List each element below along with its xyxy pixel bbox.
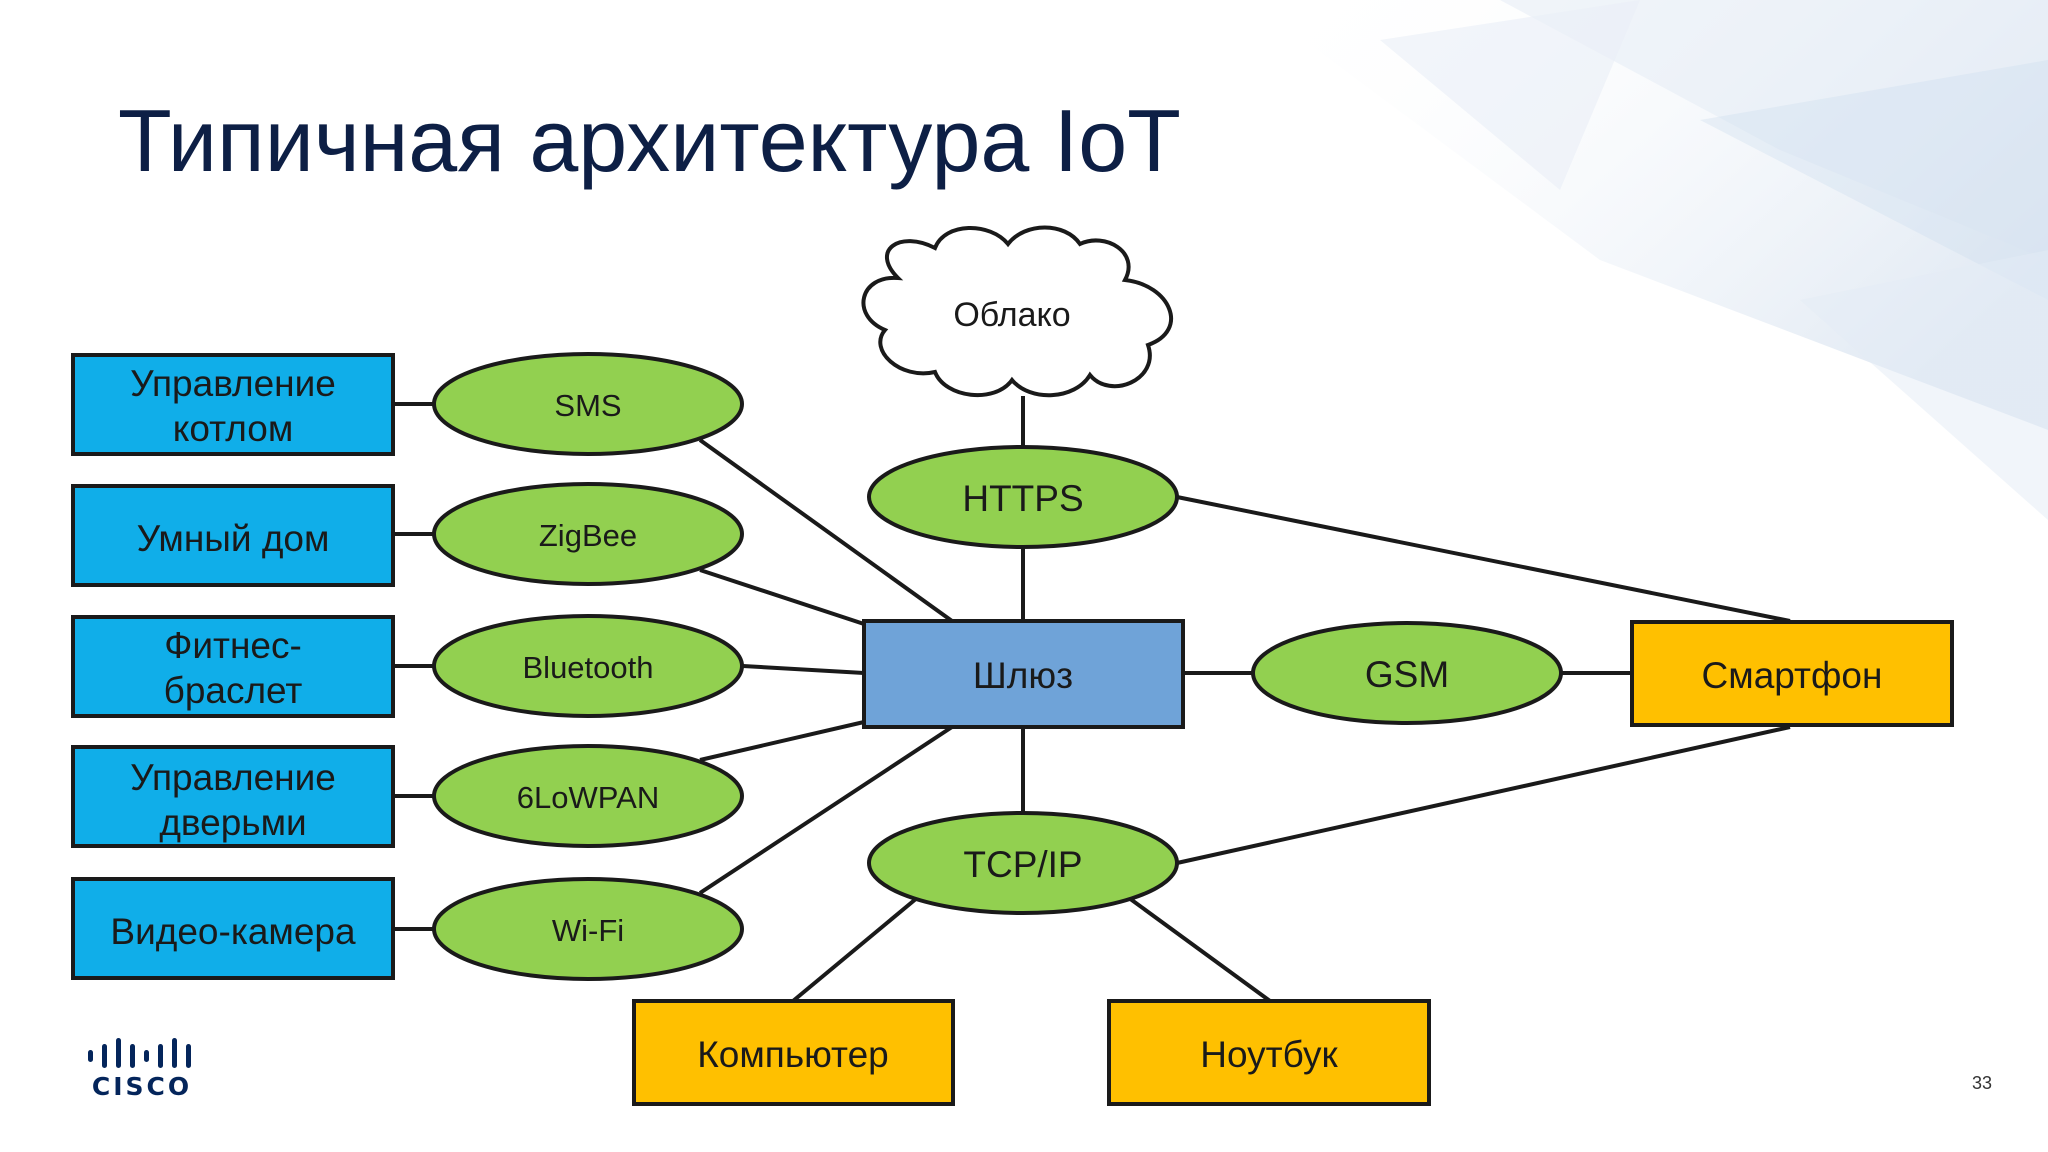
protocol-https [867, 445, 1179, 549]
client-box-computer [632, 999, 955, 1106]
connector-6lowpan-gateway [699, 720, 865, 762]
connections [393, 396, 1791, 1003]
device-boxes [71, 353, 395, 980]
cloud-node: Облако [861, 225, 1173, 398]
decor-shape [1500, 0, 2048, 260]
client-label-smartphone: Смартфон [1702, 655, 1883, 696]
client-box-laptop [1107, 999, 1431, 1106]
cisco-logo: CISCO [86, 1036, 196, 1101]
protocol-tcpip [867, 811, 1179, 915]
client-label-computer: Компьютер [697, 1034, 889, 1075]
protocol-sms [432, 352, 744, 456]
gateway-box [862, 619, 1185, 729]
gateway-label: Шлюз [973, 655, 1073, 696]
upstream-labels: HTTPS GSM TCP/IP [962, 478, 1449, 885]
gateway-node: Шлюз [862, 619, 1185, 729]
client-box-smartphone [1630, 620, 1954, 727]
protocol-wifi [432, 877, 744, 981]
device-label-doors-line2: дверьми [159, 802, 306, 843]
cisco-wordmark: CISCO [91, 1072, 193, 1101]
protocol-label-sms: SMS [554, 388, 621, 423]
decor-shape [1700, 60, 2048, 300]
client-label-laptop: Ноутбук [1200, 1034, 1338, 1075]
protocol-label-6lowpan: 6LoWPAN [517, 780, 659, 815]
connector-wifi-gateway [698, 725, 954, 895]
device-box-smart-home [71, 484, 395, 587]
device-box-camera [71, 877, 395, 980]
connector-bluetooth-gateway [742, 664, 865, 675]
device-label-camera: Видео-камера [110, 911, 356, 952]
protocol-label-zigbee: ZigBee [539, 518, 637, 553]
connector-tcpip-laptop [1127, 896, 1272, 1003]
protocol-labels: SMS ZigBee Bluetooth 6LoWPAN Wi-Fi [517, 388, 659, 948]
protocol-label-wifi: Wi-Fi [552, 913, 624, 948]
device-box-doors [71, 745, 395, 848]
protocol-zigbee [432, 482, 744, 586]
client-labels: Смартфон Компьютер Ноутбук [697, 655, 1882, 1075]
connector-tcpip-smartphone [1176, 725, 1791, 865]
connector-tcpip-computer [791, 896, 919, 1003]
device-label-doors-line1: Управление [130, 757, 336, 798]
protocol-ellipses [432, 352, 744, 981]
decor-shape [1800, 250, 2048, 520]
device-label-boiler-line2: котлом [173, 408, 294, 449]
slide-title: Типичная архитектура IoT [118, 91, 1181, 190]
page-number: 33 [1971, 1073, 1992, 1093]
device-label-smart-home: Умный дом [137, 518, 330, 559]
device-box-boiler [71, 353, 395, 456]
upstream-ellipses [867, 445, 1563, 915]
device-box-fitness [71, 615, 395, 718]
protocol-label-https: HTTPS [962, 478, 1083, 519]
protocol-gsm [1251, 621, 1563, 725]
device-label-fitness-line2: браслет [164, 670, 303, 711]
client-boxes [632, 620, 1954, 1106]
protocol-bluetooth [432, 614, 744, 718]
protocol-label-gsm: GSM [1365, 654, 1449, 695]
cloud-icon [861, 225, 1173, 398]
protocol-label-bluetooth: Bluetooth [523, 650, 654, 685]
decor-shape [1380, 0, 1640, 190]
cisco-bars-icon [88, 1038, 191, 1068]
connector-zigbee-gateway [699, 568, 865, 626]
cloud-label: Облако [953, 296, 1070, 334]
connector-https-smartphone [1176, 495, 1791, 623]
connector-sms-gateway [698, 438, 954, 623]
protocol-6lowpan [432, 744, 744, 848]
device-label-fitness-line1: Фитнес- [164, 625, 302, 666]
device-label-boiler-line1: Управление [130, 363, 336, 404]
device-labels: Управление котлом Умный дом Фитнес- брас… [110, 363, 356, 952]
protocol-label-tcpip: TCP/IP [963, 844, 1082, 885]
